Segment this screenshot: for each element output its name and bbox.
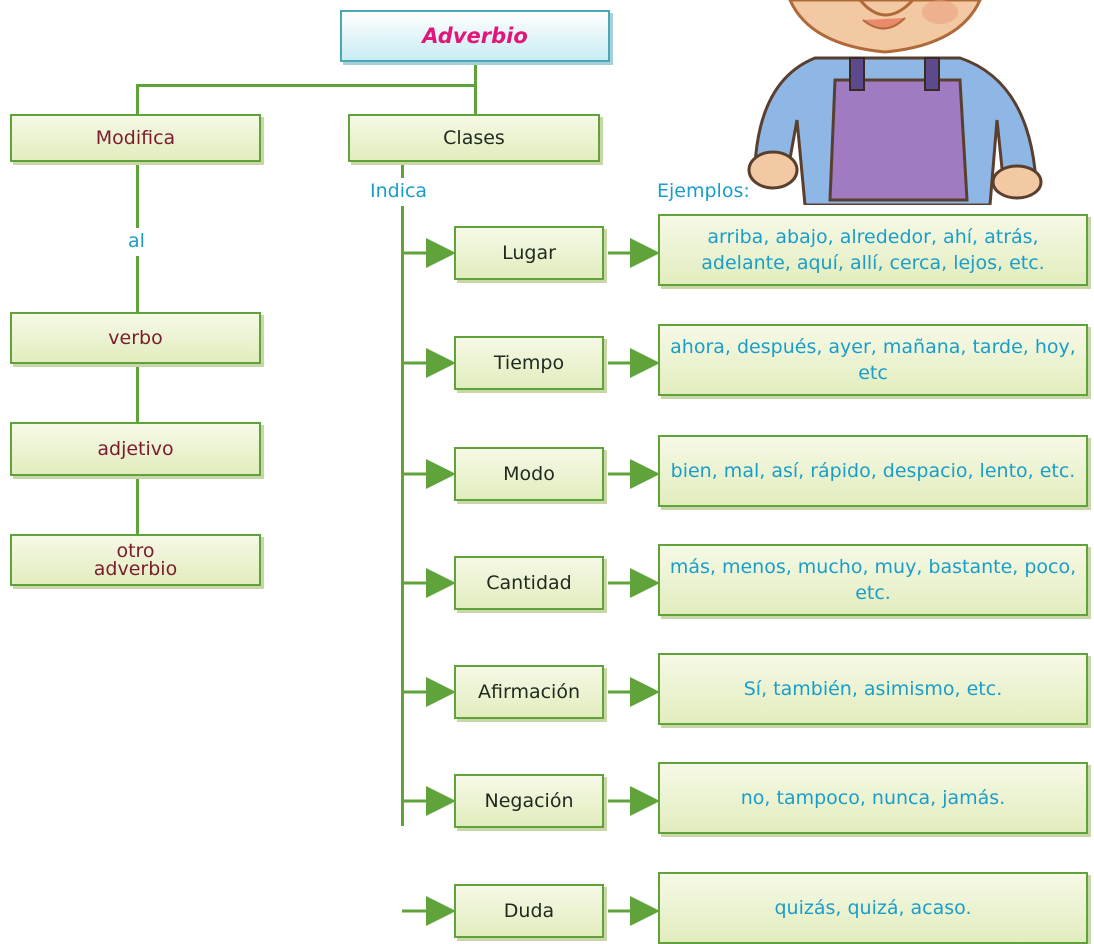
class-node-tiempo: Tiempo: [454, 336, 604, 390]
cartoon-character-illustration: [747, 0, 1043, 205]
class-name-label: Negación: [484, 790, 574, 812]
examples-node: no, tampoco, nunca, jamás.: [658, 762, 1088, 834]
root-node: Adverbio: [340, 10, 610, 62]
class-name-label: Modo: [503, 463, 555, 485]
class-node-cantidad: Cantidad: [454, 556, 604, 610]
class-node-afirmacion: Afirmación: [454, 665, 604, 719]
examples-node: quizás, quizá, acaso.: [658, 872, 1088, 944]
connector-verbo-to-adjetivo: [136, 364, 139, 422]
ejemplos-heading: Ejemplos:: [657, 180, 750, 202]
connector-adjetivo-to-otro: [136, 476, 139, 534]
class-name-label: Duda: [503, 900, 555, 922]
class-node-duda: Duda: [454, 884, 604, 938]
otro-adverbio-label: otro adverbio: [93, 540, 178, 580]
examples-node: bien, mal, así, rápido, despacio, lento,…: [658, 435, 1088, 507]
examples-text: Sí, también, asimismo, etc.: [743, 678, 1003, 700]
class-name-label: Cantidad: [486, 572, 572, 594]
examples-node: Sí, también, asimismo, etc.: [658, 653, 1088, 725]
class-name-label: Afirmación: [478, 681, 580, 703]
examples-node: arriba, abajo, alrededor, ahí, atrás, ad…: [658, 214, 1088, 286]
examples-node: más, menos, mucho, muy, bastante, poco, …: [658, 544, 1088, 616]
connector-root-horizontal: [136, 84, 477, 87]
connector-modifica-to-al: [136, 162, 139, 228]
clases-label: Clases: [443, 127, 505, 149]
verbo-label: verbo: [108, 326, 163, 349]
vertical-trunk-indica: [401, 206, 404, 826]
otro-adverbio-node: otro adverbio: [10, 534, 261, 586]
examples-text: quizás, quizá, acaso.: [774, 897, 972, 919]
examples-text: no, tampoco, nunca, jamás.: [740, 787, 1006, 809]
root-label: Adverbio: [422, 24, 528, 48]
class-node-modo: Modo: [454, 447, 604, 501]
examples-text: ahora, después, ayer, mañana, tarde, hoy…: [670, 336, 1076, 384]
examples-text: más, menos, mucho, muy, bastante, poco, …: [669, 556, 1077, 604]
class-name-label: Lugar: [502, 242, 556, 264]
clases-node: Clases: [348, 114, 600, 162]
class-node-lugar: Lugar: [454, 226, 604, 280]
examples-text: bien, mal, así, rápido, despacio, lento,…: [670, 460, 1076, 482]
class-name-label: Tiempo: [493, 352, 565, 374]
modifica-label: Modifica: [95, 126, 176, 149]
verbo-node: verbo: [10, 312, 261, 364]
class-node-negacion: Negación: [454, 774, 604, 828]
connector-al-to-verbo: [136, 256, 139, 312]
connector-to-modifica: [136, 84, 139, 114]
al-connector-label: al: [128, 230, 145, 252]
modifica-node: Modifica: [10, 114, 261, 162]
connector-clases-to-indica: [401, 162, 404, 178]
indica-label: Indica: [370, 180, 428, 202]
examples-text: arriba, abajo, alrededor, ahí, atrás, ad…: [701, 226, 1045, 274]
connector-root-down: [474, 62, 477, 86]
adjetivo-label: adjetivo: [97, 437, 174, 460]
adjetivo-node: adjetivo: [10, 422, 261, 476]
examples-node: ahora, después, ayer, mañana, tarde, hoy…: [658, 324, 1088, 396]
connector-to-clases: [474, 84, 477, 114]
